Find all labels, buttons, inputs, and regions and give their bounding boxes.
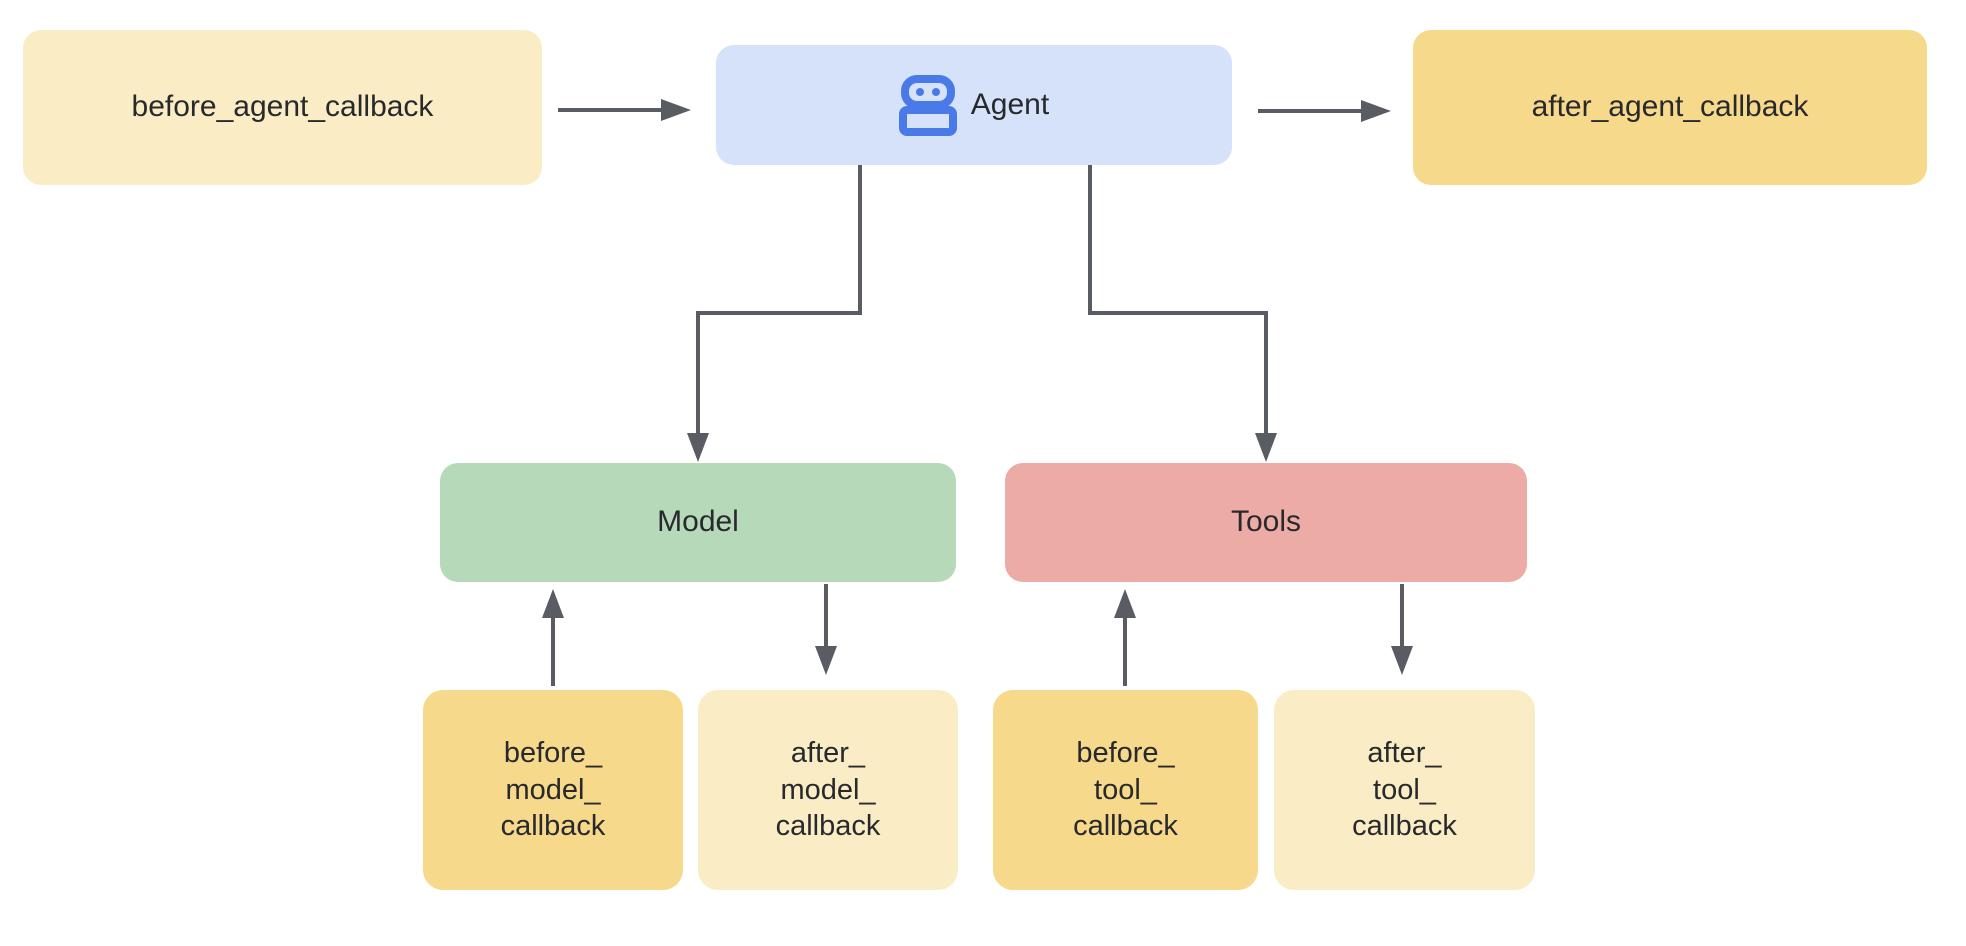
node-before-model-callback: before_ model_ callback [423, 690, 683, 890]
edge-agent-to-after-agent [1258, 100, 1391, 122]
node-label-after-model-callback: after_ model_ callback [775, 736, 881, 843]
robot-head [900, 74, 955, 109]
node-label-model: Model [657, 505, 739, 539]
node-label-after-agent-callback: after_agent_callback [1531, 90, 1809, 124]
node-label-before-tool-callback: before_ tool_ callback [1073, 736, 1178, 843]
edge-agent-to-tools [1088, 165, 1277, 462]
edge-agent-to-model [687, 165, 862, 462]
robot-body [898, 105, 957, 136]
edge-before-tool-to-tools [1114, 589, 1136, 686]
node-after-agent-callback: after_agent_callback [1413, 30, 1927, 185]
edge-tools-to-after-tool [1391, 584, 1413, 675]
node-label-tools: Tools [1230, 505, 1302, 539]
edge-model-to-after-model [815, 584, 837, 675]
node-label-agent: Agent [970, 87, 1050, 121]
node-before-agent-callback: before_agent_callback [23, 30, 542, 185]
node-label-after-tool-callback: after_ tool_ callback [1352, 736, 1457, 843]
node-after-tool-callback: after_ tool_ callback [1274, 690, 1535, 890]
robot-icon [898, 74, 957, 136]
node-after-model-callback: after_ model_ callback [698, 690, 958, 890]
edge-before-agent-to-agent [558, 99, 691, 121]
node-label-before-model-callback: before_ model_ callback [500, 736, 606, 843]
node-agent: Agent [716, 45, 1232, 165]
robot-eye-left [915, 87, 924, 96]
node-before-tool-callback: before_ tool_ callback [993, 690, 1258, 890]
edge-before-model-to-model [542, 589, 564, 686]
node-model: Model [440, 463, 956, 582]
robot-eye-right [931, 87, 940, 96]
node-tools: Tools [1005, 463, 1527, 582]
node-label-before-agent-callback: before_agent_callback [131, 90, 434, 124]
